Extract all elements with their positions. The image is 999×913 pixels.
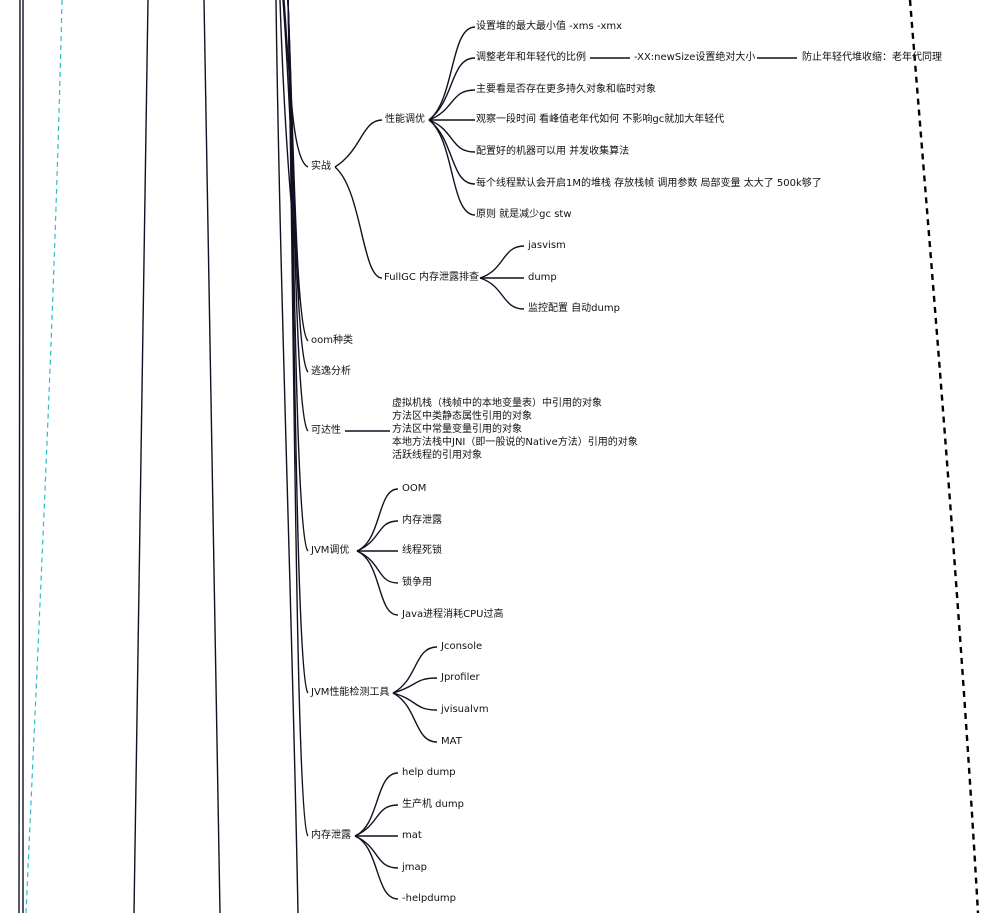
node-leak-5: -helpdump bbox=[402, 893, 456, 904]
edge-jvm-2 bbox=[356, 520, 399, 552]
node-jvm-4: 锁争用 bbox=[402, 577, 432, 588]
node-shizhan: 实战 bbox=[311, 161, 331, 172]
node-jvm: JVM调优 bbox=[311, 545, 350, 556]
node-fullgc: FullGC 内存泄露排查 bbox=[384, 272, 480, 283]
edge-xingneng-3 bbox=[428, 89, 476, 121]
edge-root-leak bbox=[287, 0, 309, 837]
edge-leak-2 bbox=[354, 804, 399, 837]
edge-tools-1 bbox=[392, 646, 438, 694]
node-xn-2b: 防止年轻代堆收缩：老年代同理 bbox=[802, 52, 942, 63]
node-jvm-5: Java进程消耗CPU过高 bbox=[402, 609, 504, 620]
edge-jvm-1 bbox=[356, 488, 399, 552]
node-taoyi: 逃逸分析 bbox=[311, 366, 351, 377]
node-xn-7: 原则 就是减少gc stw bbox=[476, 209, 572, 220]
node-xn-1: 设置堆的最大最小值 -xms -xmx bbox=[476, 21, 623, 32]
edge-xingneng-5 bbox=[428, 119, 476, 153]
node-xingneng: 性能调优 bbox=[385, 114, 425, 125]
node-fg-3: 监控配置 自动dump bbox=[528, 303, 620, 314]
node-xn-5: 配置好的机器可以用 并发收集算法 bbox=[476, 146, 630, 157]
trunk-line-3 bbox=[133, 0, 149, 913]
trunk-line-4 bbox=[203, 0, 221, 913]
node-xn-6: 每个线程默认会开启1M的堆栈 存放栈帧 调用参数 局部变量 太大了 500k够了 bbox=[476, 178, 822, 189]
edge-leak-1 bbox=[354, 772, 399, 837]
node-tools-1: Jconsole bbox=[441, 641, 483, 652]
edge-shizhan-xingneng bbox=[334, 119, 383, 168]
trunk-line-5 bbox=[275, 0, 299, 913]
node-leak-1: help dump bbox=[402, 767, 456, 778]
edge-tools-3 bbox=[392, 692, 438, 711]
node-tools: JVM性能检测工具 bbox=[311, 687, 390, 698]
boundary-dashed-line bbox=[908, 0, 980, 913]
node-jvm-3: 线程死锁 bbox=[402, 545, 442, 556]
edge-xingneng-7 bbox=[428, 119, 476, 216]
keda-line-2: 方法区中类静态属性引用的对象 bbox=[392, 411, 532, 422]
node-jvm-2: 内存泄露 bbox=[402, 515, 442, 526]
keda-line-4: 本地方法栈中JNI（即一般说的Native方法）引用的对象 bbox=[392, 437, 638, 448]
edge-shizhan-fullgc bbox=[334, 166, 383, 279]
node-fg-2: dump bbox=[528, 272, 557, 283]
node-leak-4: jmap bbox=[402, 862, 427, 873]
edge-fullgc-3 bbox=[479, 277, 525, 310]
node-keda-lines: 虚拟机栈（栈帧中的本地变量表）中引用的对象 方法区中类静态属性引用的对象 方法区… bbox=[392, 397, 638, 462]
edge-tools-4 bbox=[392, 692, 438, 743]
node-leak-3: mat bbox=[402, 830, 422, 841]
keda-line-3: 方法区中常量变量引用的对象 bbox=[392, 424, 522, 435]
edge-xingneng-2 bbox=[428, 57, 476, 121]
node-tools-3: jvisualvm bbox=[441, 704, 489, 715]
edge-xingneng-1 bbox=[428, 26, 476, 121]
node-leak: 内存泄露 bbox=[311, 830, 351, 841]
node-xn-2a: -XX:newSize设置绝对大小 bbox=[634, 52, 756, 63]
keda-line-1: 虚拟机栈（栈帧中的本地变量表）中引用的对象 bbox=[392, 398, 602, 409]
node-tools-4: MAT bbox=[441, 736, 462, 747]
edge-jvm-5 bbox=[356, 550, 399, 616]
node-xn-3: 主要看是否存在更多持久对象和临时对象 bbox=[476, 84, 656, 95]
node-xn-4: 观察一段时间 看峰值老年代如何 不影响gc就加大年轻代 bbox=[476, 114, 725, 125]
edge-leak-5 bbox=[354, 835, 399, 900]
node-oom: oom种类 bbox=[311, 335, 353, 346]
node-xn-2: 调整老年和年轻代的比例 bbox=[476, 52, 586, 63]
edge-tools-2 bbox=[392, 677, 438, 694]
edge-fullgc-1 bbox=[479, 245, 525, 279]
trunk-line-1 bbox=[18, 0, 21, 913]
node-fg-1: jasvism bbox=[528, 240, 566, 251]
node-jvm-1: OOM bbox=[402, 483, 427, 494]
node-keda: 可达性 bbox=[311, 425, 341, 436]
node-leak-2: 生产机 dump bbox=[402, 799, 464, 810]
accent-dashed-line bbox=[25, 0, 63, 913]
keda-line-5: 活跃线程的引用对象 bbox=[392, 450, 482, 461]
node-tools-2: Jprofiler bbox=[441, 672, 480, 683]
